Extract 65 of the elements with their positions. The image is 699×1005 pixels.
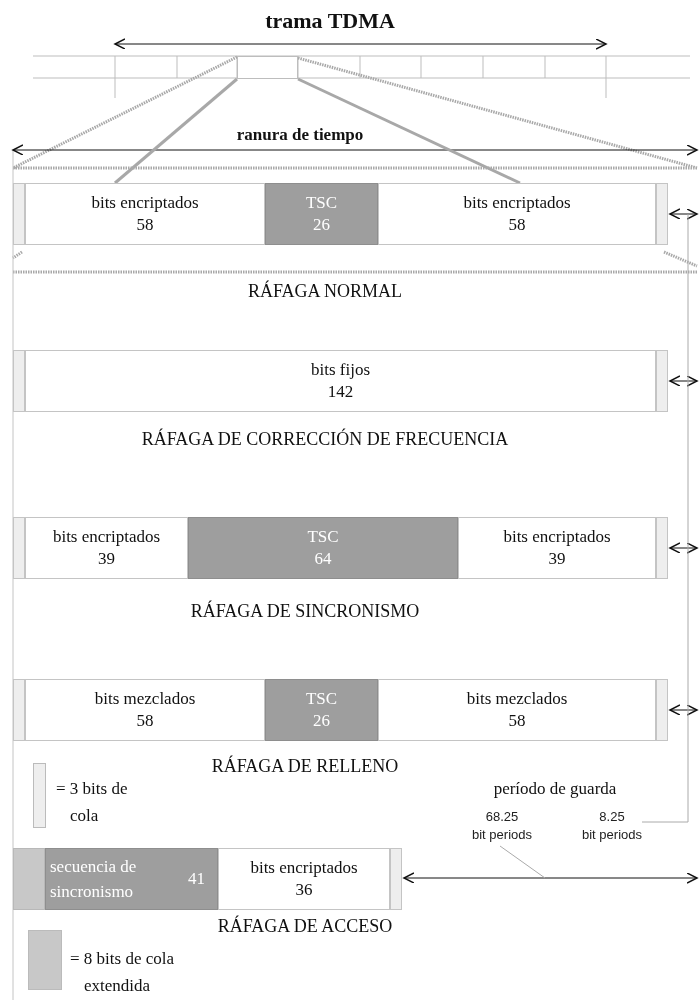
unit-label: bit periods xyxy=(582,826,642,844)
bit-count: 41 xyxy=(188,868,205,890)
bit-field-box xyxy=(218,848,390,910)
guard-period-label: período de guarda xyxy=(492,779,618,799)
bit-field-box xyxy=(25,517,188,579)
diagram-title: trama TDMA xyxy=(264,8,396,34)
legend-text: = 8 bits de cola extendida xyxy=(70,948,175,997)
burst-name: RÁFAGA DE RELLENO xyxy=(210,756,400,777)
bit-count: 39 xyxy=(548,548,566,570)
bit-field-box xyxy=(25,679,265,741)
tail-bits-box xyxy=(13,517,25,579)
bit-count: 36 xyxy=(295,879,313,901)
field-name: bits mezclados xyxy=(466,688,568,710)
field-name: bits encriptados xyxy=(91,192,199,214)
training-sequence-box xyxy=(265,183,378,245)
bit-count: 26 xyxy=(313,214,330,236)
burst-name: RÁFAGA DE SINCRONISMO xyxy=(189,601,421,622)
field-name: bits mezclados xyxy=(94,688,196,710)
extended-tail-box xyxy=(13,848,45,910)
legend-text: = 3 bits de cola xyxy=(56,778,129,827)
slot-label: ranura de tiempo xyxy=(235,125,365,145)
unit-label: bit periods xyxy=(472,826,532,844)
bit-count: 58 xyxy=(508,214,526,236)
bit-field-box xyxy=(25,183,265,245)
training-sequence-box xyxy=(188,517,458,579)
field-name: bits encriptados xyxy=(250,857,358,879)
tail-bits-box xyxy=(13,679,25,741)
leader-line xyxy=(499,845,546,879)
field-name: TSC xyxy=(305,192,338,214)
projection-line xyxy=(114,77,238,185)
leader-line xyxy=(641,213,689,823)
bit-field-box xyxy=(378,183,656,245)
burst-name: RÁFAGA DE ACCESO xyxy=(216,916,394,937)
bit-count: 58 xyxy=(508,710,526,732)
bit-count: 58 xyxy=(136,710,154,732)
bit-field-box xyxy=(458,517,656,579)
field-name: bits encriptados xyxy=(463,192,571,214)
tail-bits-box xyxy=(656,350,668,412)
tail-bits-box xyxy=(13,350,25,412)
tail-bits-box xyxy=(656,679,668,741)
guard-period-value: 68.25 xyxy=(485,808,519,826)
sync-sequence-box xyxy=(45,848,218,910)
bit-count: 64 xyxy=(314,548,332,570)
bit-count: 39 xyxy=(98,548,115,570)
field-name: bits fijos xyxy=(310,359,370,381)
field-name: secuencia de sincronismo xyxy=(50,856,138,903)
burst-name: RÁFAGA DE CORRECCIÓN DE FRECUENCIA xyxy=(140,429,510,450)
tail-bits-box xyxy=(13,183,25,245)
field-name: bits encriptados xyxy=(52,526,161,548)
tail-bits-box xyxy=(656,183,668,245)
burst-name: RÁFAGA NORMAL xyxy=(246,281,404,302)
field-name: TSC xyxy=(305,688,338,710)
guard-period-value: 8.25 xyxy=(599,808,625,826)
tail-bits-box xyxy=(656,517,668,579)
training-sequence-box xyxy=(265,679,378,741)
projection-line xyxy=(297,77,521,185)
bit-field-box xyxy=(25,350,656,412)
time-slot-box xyxy=(237,56,298,79)
tail-bits-box xyxy=(390,848,402,910)
field-name: bits encriptados xyxy=(503,526,611,548)
bit-count: 58 xyxy=(136,214,154,236)
bit-field-box xyxy=(378,679,656,741)
bit-count: 142 xyxy=(327,381,354,403)
bit-count: 26 xyxy=(313,710,330,732)
field-name: TSC xyxy=(307,526,339,548)
